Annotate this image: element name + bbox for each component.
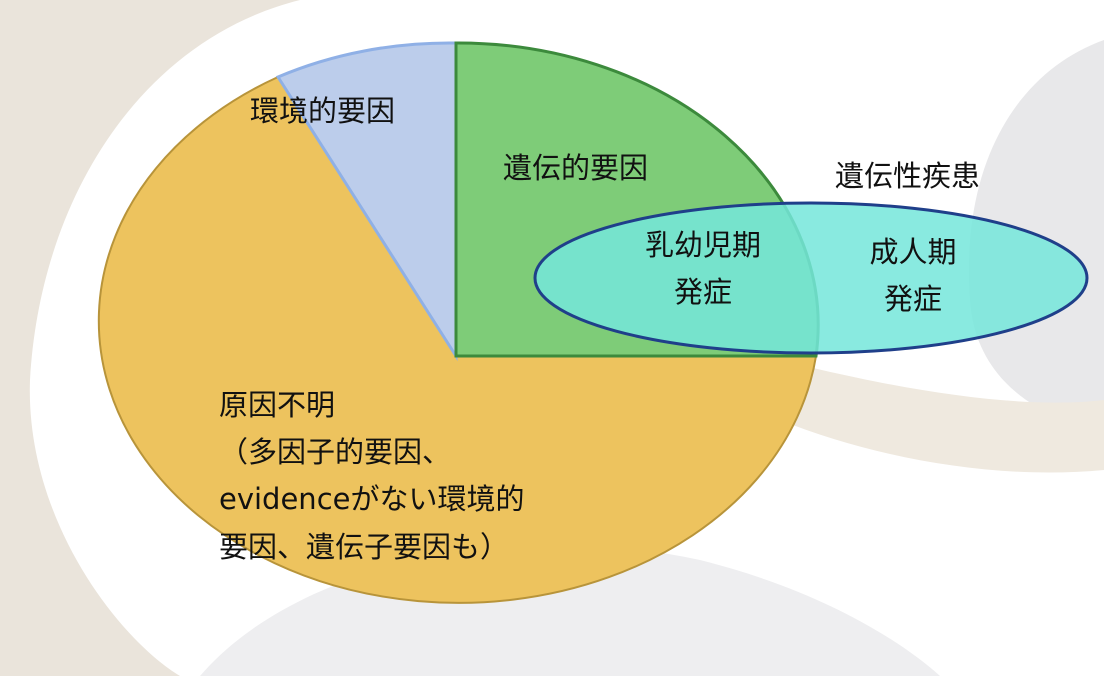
hereditary-disease-label: 遺伝性疾患 <box>835 159 980 193</box>
infant-onset-label-line1: 乳幼児期 <box>645 228 761 262</box>
unknown-label-line1: 原因不明 <box>219 388 335 422</box>
genetic-label: 遺伝的要因 <box>503 151 648 185</box>
unknown-label-line2: （多因子的要因、 <box>219 435 451 469</box>
pie-slice-environmental <box>275 41 458 362</box>
background-band-right <box>780 360 1104 473</box>
unknown-label-line4: 要因、遺伝子要因も） <box>219 530 509 564</box>
adult-onset-label-line2: 発症 <box>884 282 942 316</box>
environmental-label: 環境的要因 <box>250 94 395 128</box>
pie-slice-unknown <box>97 75 818 604</box>
background-swirl-left <box>0 0 300 676</box>
adult-onset-label-line1: 成人期 <box>869 235 956 269</box>
unknown-label-line3: evidenceがない環境的 <box>219 482 524 516</box>
infant-onset-label-line2: 発症 <box>674 275 732 309</box>
hereditary-disease-ellipse <box>533 201 1089 355</box>
